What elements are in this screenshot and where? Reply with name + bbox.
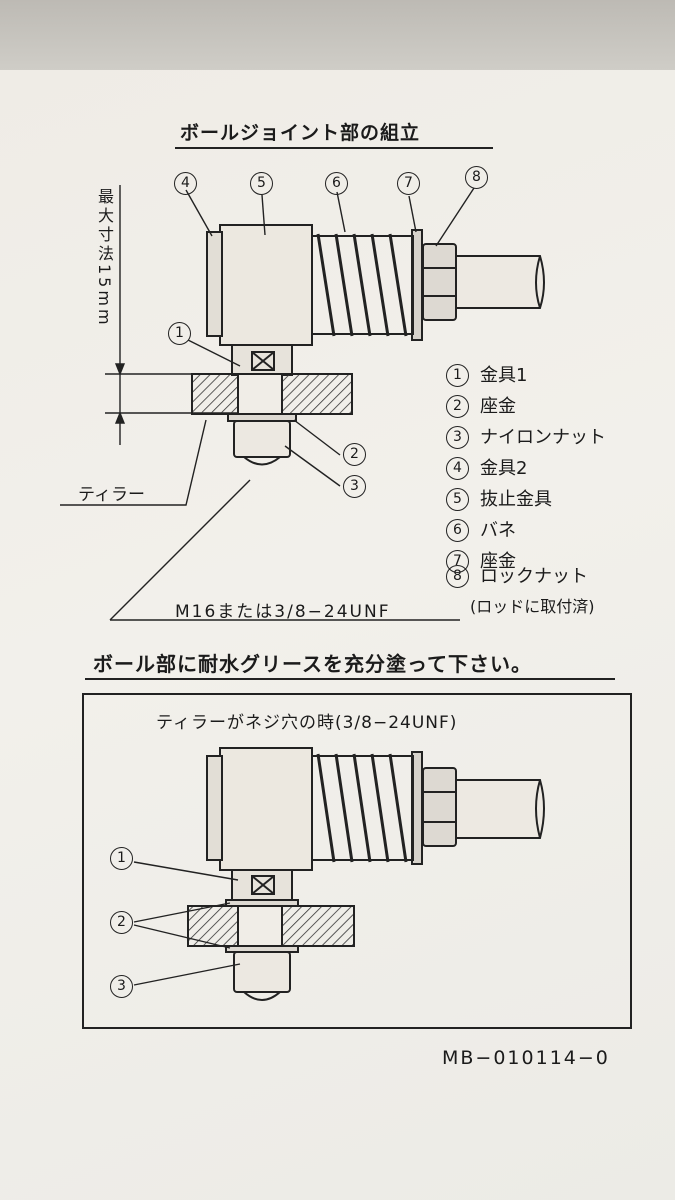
callout-2: 2 <box>343 443 366 466</box>
legend-label: 金具1 <box>480 365 528 386</box>
upper-assembly <box>60 187 545 621</box>
legend-number: 4 <box>446 457 469 480</box>
grease-instruction: ボール部に耐水グリースを充分塗って下さい。 <box>93 652 532 676</box>
inset-callout-3: 3 <box>110 975 133 998</box>
legend-number: 2 <box>446 395 469 418</box>
legend-number: 3 <box>446 426 469 449</box>
title-underline <box>175 147 493 149</box>
legend-label: 座金 <box>480 551 516 572</box>
inset-title: ティラーがネジ穴の時(3/8−24UNF) <box>156 713 458 733</box>
legend-label: バネ <box>480 520 516 541</box>
callout-4: 4 <box>174 172 197 195</box>
legend-label: ナイロンナット <box>480 427 606 448</box>
document-code: MB−010114−0 <box>442 1047 610 1069</box>
background-edge <box>0 0 675 70</box>
legend-number: 8 <box>446 565 469 588</box>
thread-spec-label: M16または3/8−24UNF <box>175 602 391 622</box>
callout-6: 6 <box>325 172 348 195</box>
legend-label: ロックナット <box>480 566 588 587</box>
section-title: ボールジョイント部の組立 <box>180 122 421 144</box>
legend-note: (ロッドに取付済) <box>470 597 595 616</box>
inset-callout-1: 1 <box>110 847 133 870</box>
max-dimension-label: 最大寸法15mm <box>95 188 114 328</box>
inset-callout-2: 2 <box>110 911 133 934</box>
callout-8: 8 <box>465 166 488 189</box>
callout-1: 1 <box>168 322 191 345</box>
callout-3: 3 <box>343 475 366 498</box>
legend-number: 6 <box>446 519 469 542</box>
callout-7: 7 <box>397 172 420 195</box>
grease-underline <box>85 678 615 680</box>
inset-box <box>82 693 632 1029</box>
legend-number: 5 <box>446 488 469 511</box>
legend-label: 金具2 <box>480 458 528 479</box>
inset-assembly <box>133 747 545 1001</box>
legend-number: 1 <box>446 364 469 387</box>
teller-label: ティラー <box>78 485 145 505</box>
legend-label: 座金 <box>480 396 516 417</box>
callout-5: 5 <box>250 172 273 195</box>
legend-label: 抜止金具 <box>480 489 552 510</box>
